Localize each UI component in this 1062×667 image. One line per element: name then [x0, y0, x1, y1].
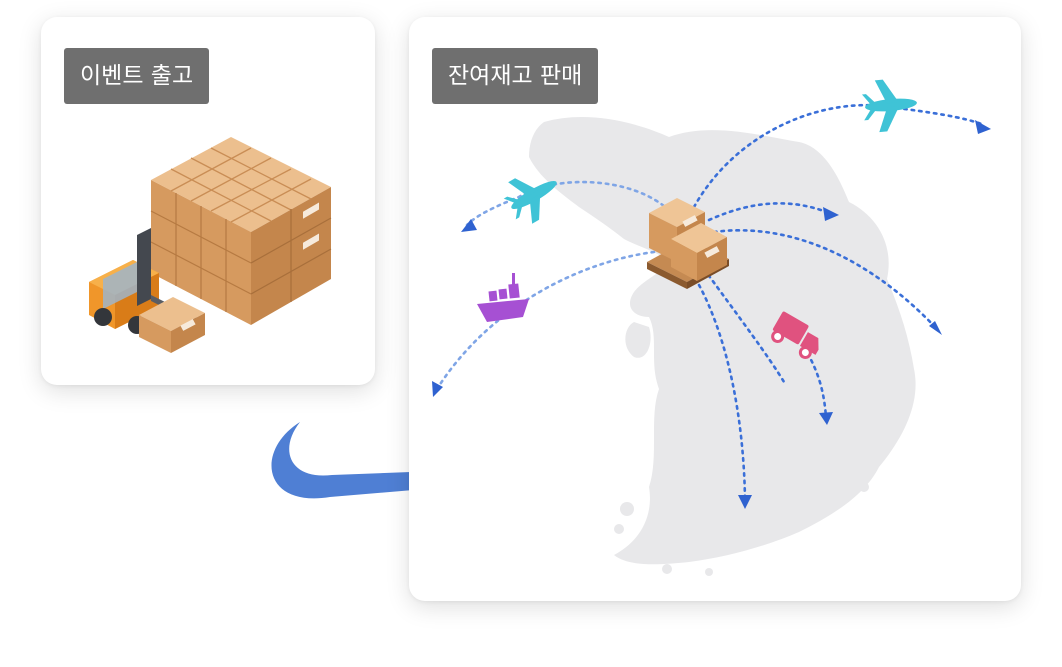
route-arrowhead	[929, 321, 942, 335]
cargo-ship-icon	[477, 273, 529, 322]
forklift-with-boxes-icon	[89, 137, 332, 353]
route-arrowhead	[738, 495, 752, 509]
korea-map-icon	[529, 117, 916, 576]
small-box-icon	[139, 297, 205, 353]
airplane-icon-right	[861, 79, 917, 133]
route-arrowhead	[975, 120, 991, 134]
airplane-icon-left	[503, 178, 557, 224]
route-arrowhead	[823, 207, 839, 221]
remaining-stock-sales-label: 잔여재고 판매	[432, 48, 599, 104]
box-pallet-icon	[647, 198, 729, 289]
remaining-stock-sales-card: 잔여재고 판매	[409, 17, 1021, 601]
distribution-map	[432, 79, 991, 576]
route-arrowhead	[461, 219, 477, 232]
event-shipping-label: 이벤트 출고	[64, 48, 210, 104]
delivery-truck-icon	[771, 311, 819, 360]
route-arrowhead	[819, 412, 833, 425]
route-arrowhead	[432, 381, 443, 397]
event-shipping-card: 이벤트 출고	[41, 17, 375, 385]
